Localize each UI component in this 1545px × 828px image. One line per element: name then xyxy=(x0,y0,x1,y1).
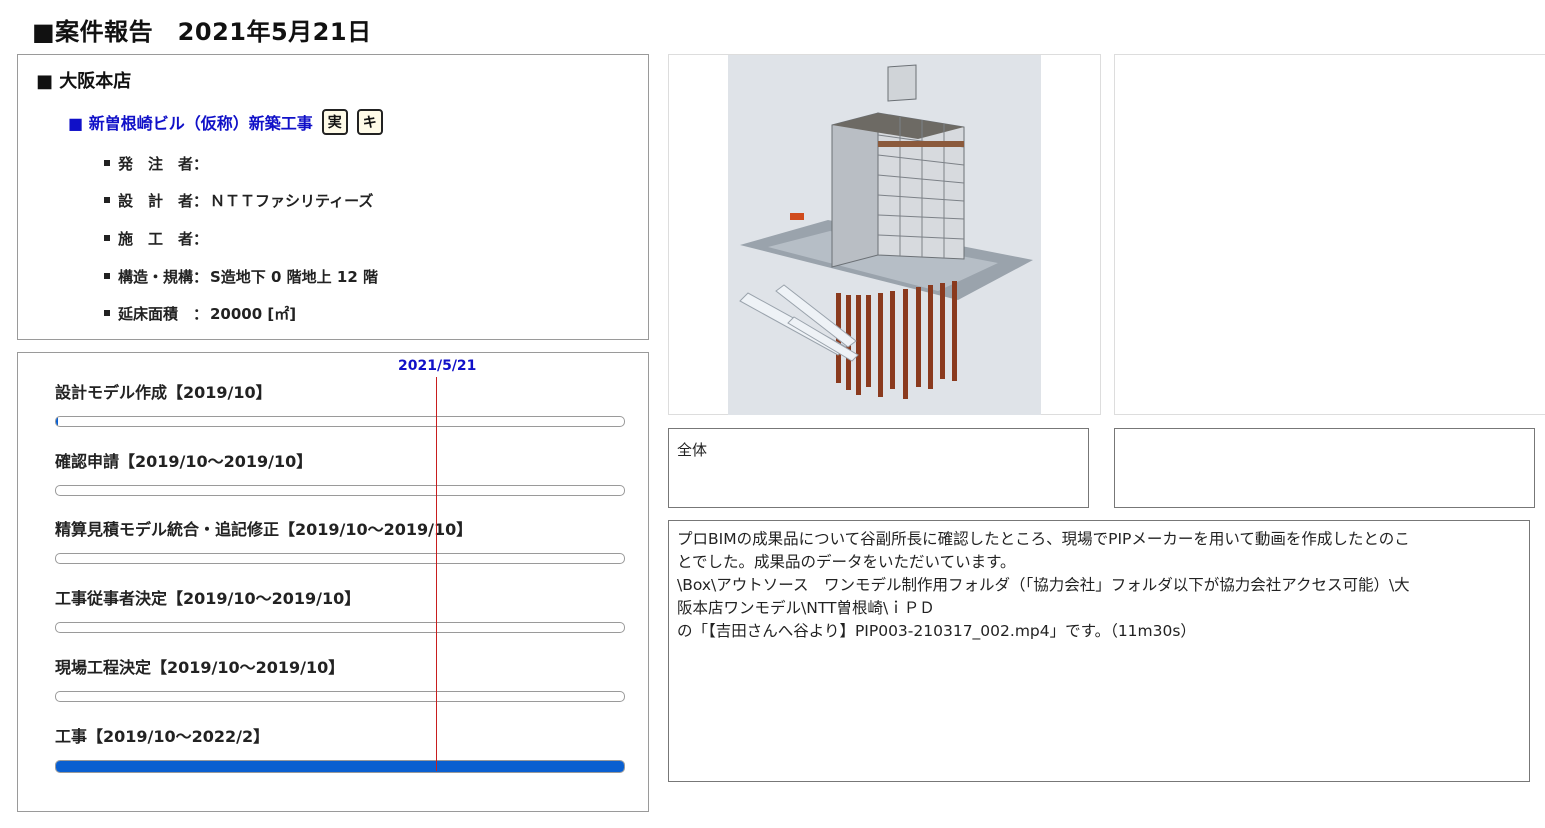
ki-tag-button[interactable]: キ xyxy=(356,109,383,135)
task-label: 確認申請【2019/10～2019/10】 xyxy=(55,452,313,471)
task-progress-bar xyxy=(55,553,625,564)
today-marker-line xyxy=(436,377,437,771)
field-designer: 設 計 者：ＮＴＴファシリティーズ xyxy=(104,190,373,211)
bullet-icon xyxy=(104,309,110,316)
caption-text: 全体 xyxy=(677,441,708,459)
task-progress-bar xyxy=(55,416,625,427)
field-structure: 構造・規構：S造地下 0 階地上 12 階 xyxy=(104,266,378,287)
building-model-image[interactable] xyxy=(668,54,1101,415)
bullet-icon xyxy=(104,234,110,241)
task-label: 工事従事者決定【2019/10～2019/10】 xyxy=(55,589,361,608)
today-date-label: 2021/5/21 xyxy=(398,358,477,374)
bim-model-render xyxy=(728,55,1041,415)
project-name-link[interactable]: ■ 新曽根崎ビル（仮称）新築工事 xyxy=(68,114,313,133)
task-progress-bar xyxy=(55,691,625,702)
jitsu-tag-button[interactable]: 実 xyxy=(321,109,348,135)
task-progress-bar xyxy=(55,760,625,773)
task-label: 現場工程決定【2019/10～2019/10】 xyxy=(55,658,345,677)
project-title: ■ 新曽根崎ビル（仮称）新築工事 実 キ xyxy=(68,109,383,135)
bullet-icon xyxy=(104,272,110,279)
task-label: 精算見積モデル統合・追記修正【2019/10～2019/10】 xyxy=(55,520,473,539)
progress-fill xyxy=(56,417,58,426)
bullet-icon xyxy=(104,196,110,203)
task-label: 工事【2019/10～2022/2】 xyxy=(55,727,270,746)
branch-name: ■ 大阪本店 xyxy=(36,71,132,92)
task-label: 設計モデル作成【2019/10】 xyxy=(55,383,272,402)
image-caption-box[interactable]: 全体 xyxy=(668,428,1089,508)
report-note-textarea[interactable]: プロBIMの成果品について谷副所長に確認したところ、現場でPIPメーカーを用いて… xyxy=(668,520,1530,782)
page-title: ■案件報告 2021年5月21日 xyxy=(32,18,372,46)
task-progress-bar xyxy=(55,485,625,496)
field-floor-area: 延床面積 ：20000 [㎡] xyxy=(104,303,296,324)
bullet-icon xyxy=(104,159,110,166)
task-progress-bar xyxy=(55,622,625,633)
schedule-panel: 2021/5/21 設計モデル作成【2019/10】 確認申請【2019/10～… xyxy=(17,352,649,812)
field-client: 発 注 者： xyxy=(104,153,210,174)
secondary-image-slot[interactable] xyxy=(1114,54,1545,415)
note-text: プロBIMの成果品について谷副所長に確認したところ、現場でPIPメーカーを用いて… xyxy=(677,530,1410,640)
progress-fill xyxy=(56,761,624,772)
field-contractor: 施 工 者： xyxy=(104,228,210,249)
project-info-panel: ■ 大阪本店 ■ 新曽根崎ビル（仮称）新築工事 実 キ 発 注 者： 設 計 者… xyxy=(17,54,649,340)
image-caption-box-2[interactable] xyxy=(1114,428,1535,508)
